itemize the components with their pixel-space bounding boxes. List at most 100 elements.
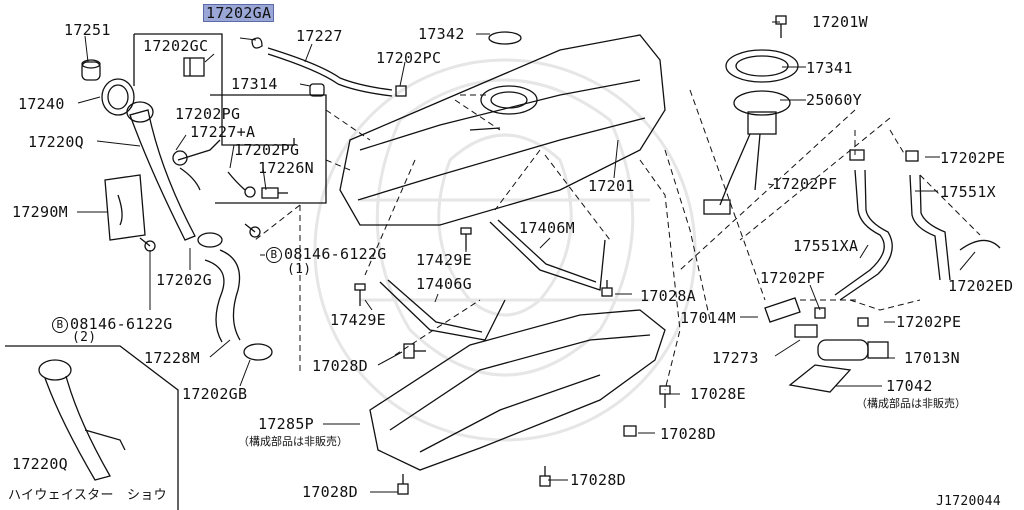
label-17013N[interactable]: 17013N <box>904 349 960 367</box>
label-17551X[interactable]: 17551X <box>940 183 996 201</box>
pump-unit-25060Y[interactable] <box>703 90 791 215</box>
label-17028E[interactable]: 17028E <box>690 385 746 403</box>
label-17201W[interactable]: 17201W <box>812 13 868 31</box>
label-17202ED[interactable]: 17202ED <box>948 277 1014 295</box>
label-17028A[interactable]: 17028A <box>640 287 696 305</box>
label-17228M[interactable]: 17228M <box>144 349 200 367</box>
strap-17406M[interactable] <box>489 219 606 291</box>
label-17042[interactable]: 17042 <box>886 377 933 395</box>
label-17406G[interactable]: 17406G <box>416 275 472 293</box>
label-17226N[interactable]: 17226N <box>258 159 314 177</box>
label-17028D-d[interactable]: 17028D <box>302 483 358 501</box>
clamp-17202G[interactable] <box>197 232 223 248</box>
clip-17202PE-lower[interactable] <box>857 317 869 327</box>
label-17202PF-a[interactable]: 17202PF <box>772 175 838 193</box>
clip-17202PE-upper[interactable] <box>905 150 919 162</box>
label-08146-b-qty: (2) <box>72 330 97 345</box>
bolt-17028D-left[interactable] <box>403 343 426 359</box>
inset-variant-label: ハイウェイスター ショウ <box>8 488 167 503</box>
label-17202PF-b[interactable]: 17202PF <box>760 269 826 287</box>
bracket-17042[interactable] <box>788 364 852 393</box>
filter-17014M[interactable] <box>764 297 801 323</box>
label-17406M[interactable]: 17406M <box>519 219 575 237</box>
label-17251[interactable]: 17251 <box>64 21 111 39</box>
label-17314[interactable]: 17314 <box>231 75 278 93</box>
filler-ring-17240[interactable] <box>101 78 135 116</box>
bolt-17028D-bottom-right[interactable] <box>539 466 551 487</box>
label-17341[interactable]: 17341 <box>806 59 853 77</box>
bolt-17028E[interactable] <box>659 385 671 408</box>
hose-17314[interactable] <box>309 83 325 97</box>
bolt-17429E-lower[interactable] <box>354 283 366 306</box>
bolt-17028D-bottom-left[interactable] <box>397 474 409 495</box>
hose-17551XA[interactable] <box>834 169 893 301</box>
label-17202PE-a[interactable]: 17202PE <box>940 149 1006 167</box>
regulator-17273[interactable] <box>794 324 818 338</box>
heat-shield-17285P[interactable] <box>369 309 666 471</box>
label-17290M[interactable]: 17290M <box>12 203 68 221</box>
watermark-logo <box>313 58 697 442</box>
vent-hose-17202PG[interactable] <box>227 171 256 198</box>
bolt-08146-upper[interactable] <box>139 237 156 252</box>
filler-hose-17228M[interactable] <box>204 249 241 343</box>
clamp-17202GB[interactable] <box>243 343 273 361</box>
label-17227[interactable]: 17227 <box>296 27 343 45</box>
inset-filler-neck[interactable] <box>38 359 126 481</box>
label-17285P[interactable]: 17285P <box>258 415 314 433</box>
label-17342[interactable]: 17342 <box>418 25 465 43</box>
label-17202PE-b[interactable]: 17202PE <box>896 313 962 331</box>
pump-17013N[interactable] <box>817 339 889 361</box>
label-17202GC[interactable]: 17202GC <box>143 37 209 55</box>
filler-tube-17220Q[interactable] <box>126 101 196 241</box>
clip-17202PF-upper[interactable] <box>849 149 865 161</box>
label-17028D-c[interactable]: 17028D <box>570 471 626 489</box>
label-17227A[interactable]: 17227+A <box>190 123 256 141</box>
clip-17202GC[interactable] <box>183 57 205 77</box>
dashed-connectors <box>254 89 981 391</box>
label-17014M[interactable]: 17014M <box>680 309 736 327</box>
note-17285P-not-sold: （構成部品は非販売） <box>238 435 348 448</box>
screw-17201W[interactable] <box>775 15 787 38</box>
label-17551XA[interactable]: 17551XA <box>793 237 859 255</box>
label-17202PG-a[interactable]: 17202PG <box>175 105 241 123</box>
clip-17202PC[interactable] <box>395 85 407 97</box>
label-17220Q-b[interactable]: 17220Q <box>12 455 68 473</box>
bolt-marker-icon: B <box>52 317 68 333</box>
bolt-17028D-right[interactable] <box>623 425 637 437</box>
label-25060Y[interactable]: 25060Y <box>806 91 862 109</box>
label-17273[interactable]: 17273 <box>712 349 759 367</box>
label-17429E-b[interactable]: 17429E <box>330 311 386 329</box>
label-17201[interactable]: 17201 <box>588 177 635 195</box>
label-17202G[interactable]: 17202G <box>156 271 212 289</box>
hose-17227[interactable] <box>267 47 393 97</box>
gasket-17342[interactable] <box>488 31 522 45</box>
label-17202GB[interactable]: 17202GB <box>182 385 248 403</box>
ring-17341[interactable] <box>725 49 799 83</box>
clip-17202GA[interactable] <box>251 37 263 49</box>
diagram-code: J1720044 <box>936 494 1002 509</box>
label-17240[interactable]: 17240 <box>18 95 65 113</box>
label-17429E-a[interactable]: 17429E <box>416 251 472 269</box>
label-08146-b-number: 08146-6122G <box>70 315 173 333</box>
bracket-17290M[interactable] <box>104 174 146 241</box>
filler-cap-17251[interactable] <box>81 59 101 81</box>
clip-17202ED[interactable] <box>959 239 1001 251</box>
label-17028D-a[interactable]: 17028D <box>312 357 368 375</box>
hose-17551X[interactable] <box>909 174 951 281</box>
label-08146-a-qty: (1) <box>287 262 312 277</box>
clip-17202PF-lower[interactable] <box>814 307 826 319</box>
fuel-tank-17201[interactable] <box>339 34 666 226</box>
label-17202PG-b[interactable]: 17202PG <box>234 141 300 159</box>
label-17202GA[interactable]: 17202GA <box>203 4 275 22</box>
bolt-08146-lower[interactable] <box>244 223 261 238</box>
label-17220Q-a[interactable]: 17220Q <box>28 133 84 151</box>
label-17202PC[interactable]: 17202PC <box>376 49 442 67</box>
vent-hose-17227A[interactable] <box>172 139 221 191</box>
bolt-17028A[interactable] <box>601 280 613 297</box>
vent-valve-17226N[interactable] <box>261 187 288 199</box>
bolt-17429E-upper[interactable] <box>460 227 472 250</box>
label-17028D-b[interactable]: 17028D <box>660 425 716 443</box>
strap-17406G[interactable] <box>379 279 506 341</box>
